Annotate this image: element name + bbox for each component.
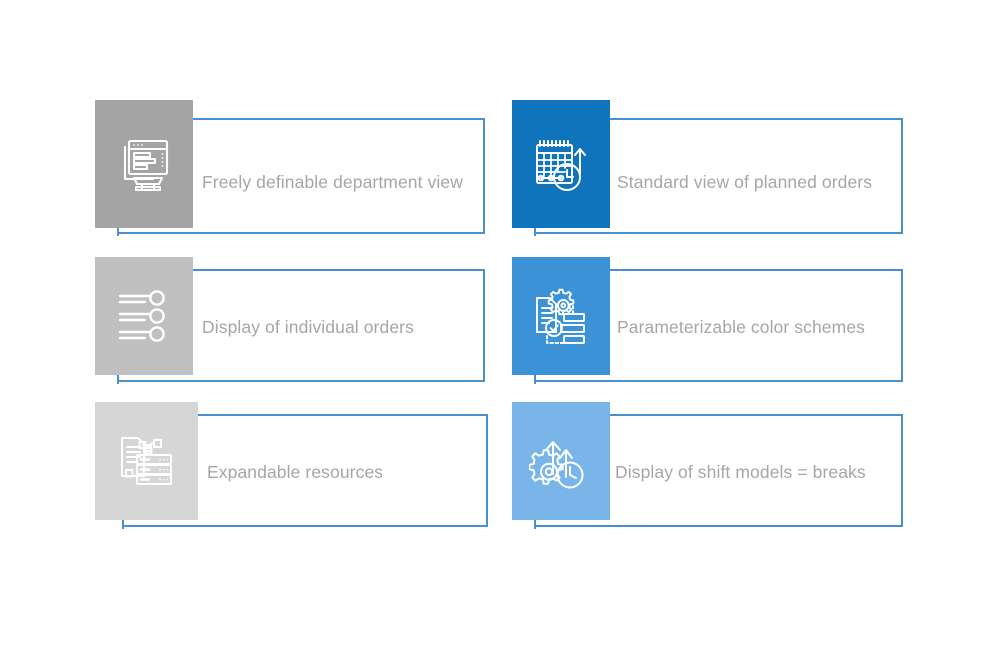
monitor-window-icon <box>112 132 176 196</box>
card-icon-tile <box>95 257 193 375</box>
card-frame <box>534 414 903 527</box>
card-label: Standard view of planned orders <box>617 172 873 192</box>
card-label: Expandable resources <box>207 462 384 482</box>
card-frame-corner-stub <box>534 517 536 529</box>
card-label: Display of individual orders <box>202 317 414 337</box>
card-frame-corner-stub <box>117 224 119 236</box>
card-frame <box>117 269 485 382</box>
card-frame <box>122 414 488 527</box>
document-server-stack-icon <box>115 429 179 493</box>
card-frame <box>534 118 903 234</box>
card-display-of-individual-orders[interactable]: Display of individual orders <box>95 255 495 395</box>
card-frame-corner-stub <box>122 517 124 529</box>
card-display-of-shift-models-breaks[interactable]: Display of shift models = breaks <box>512 400 912 540</box>
card-freely-definable-department-view[interactable]: Freely definable department view <box>95 100 495 250</box>
card-icon-tile <box>512 402 610 520</box>
card-label: Parameterizable color schemes <box>617 317 866 337</box>
card-standard-view-of-planned-orders[interactable]: Standard view of planned orders <box>512 100 912 250</box>
card-label: Freely definable department view <box>202 172 463 192</box>
gear-clock-arrows-icon <box>529 429 593 493</box>
sliders-icon <box>112 284 176 348</box>
card-icon-tile <box>512 100 610 228</box>
card-frame <box>534 269 903 382</box>
card-expandable-resources[interactable]: Expandable resources <box>95 400 495 540</box>
card-label: Display of shift models = breaks <box>615 462 866 482</box>
document-gear-flowchart-icon <box>529 284 593 348</box>
card-icon-tile <box>95 402 198 520</box>
card-frame-corner-stub <box>117 372 119 384</box>
card-frame-corner-stub <box>534 224 536 236</box>
card-frame <box>117 118 485 234</box>
card-icon-tile <box>512 257 610 375</box>
calendar-clock-arrow-icon <box>529 132 593 196</box>
card-icon-tile <box>95 100 193 228</box>
card-parameterizable-color-schemes[interactable]: Parameterizable color schemes <box>512 255 912 395</box>
card-frame-corner-stub <box>534 372 536 384</box>
